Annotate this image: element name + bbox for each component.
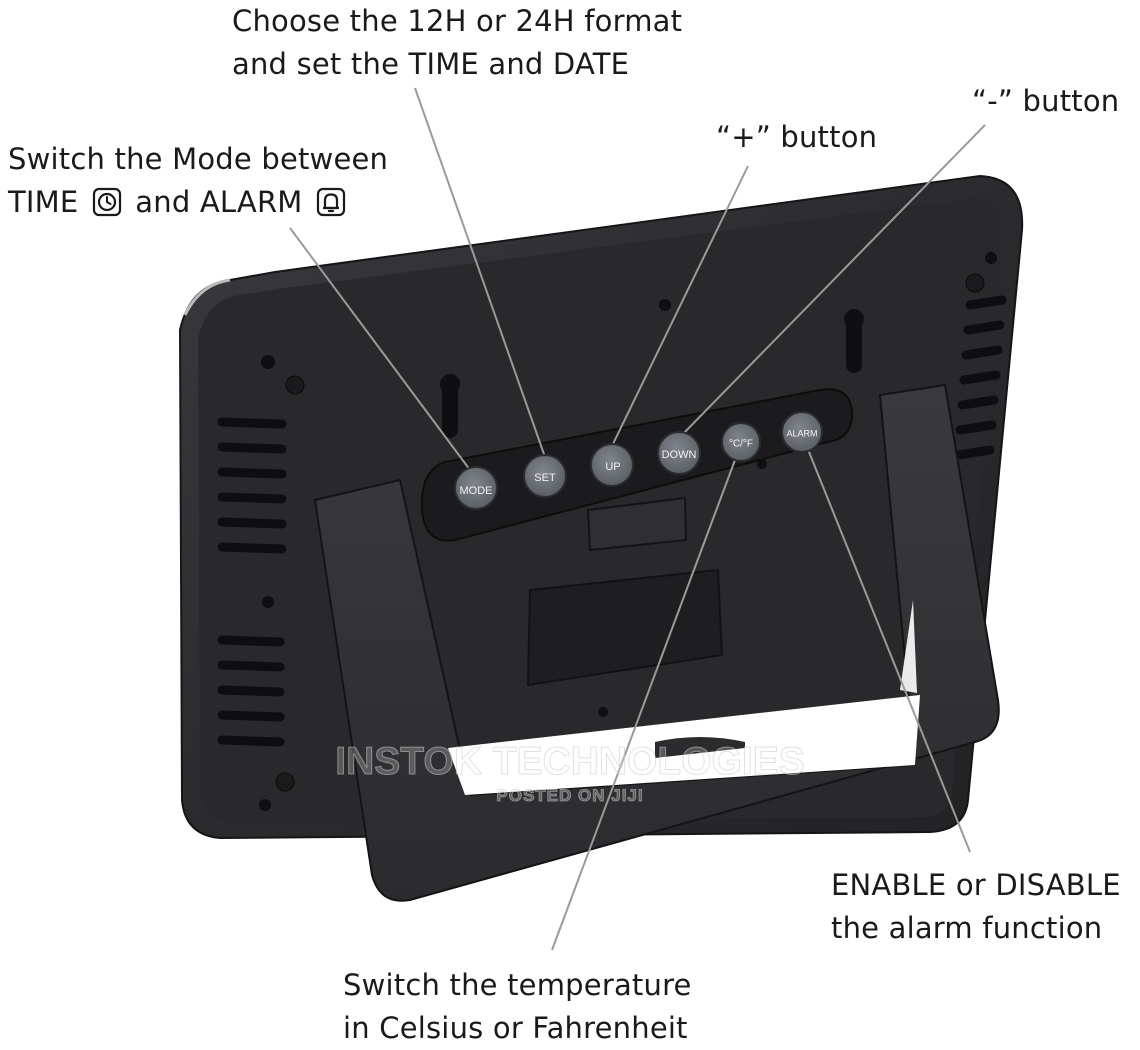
wall-hangers — [440, 309, 864, 438]
alarm-function-line-1: ENABLE or DISABLE — [831, 868, 1121, 902]
watermark-main: INSTOK TECHNOLOGIES — [335, 740, 806, 784]
bell-icon — [316, 187, 346, 217]
svg-text:SET: SET — [534, 472, 556, 484]
mode-alarm-text: and ALARM — [135, 185, 303, 219]
alarm-button[interactable]: ALARM — [781, 411, 823, 453]
right-vents — [953, 295, 1007, 460]
down-button[interactable]: DOWN — [657, 431, 701, 475]
temperature-line-2: in Celsius or Fahrenheit — [343, 1011, 688, 1045]
mode-line-2: TIME and ALARM — [8, 181, 388, 224]
mode-line-1: Switch the Mode between — [8, 142, 389, 176]
time-format-line-1: Choose the 12H or 24H format — [232, 4, 683, 38]
svg-text:MODE: MODE — [460, 485, 493, 497]
svg-text:DOWN: DOWN — [662, 449, 697, 461]
alarm-function-annotation: ENABLE or DISABLE the alarm function — [831, 864, 1121, 950]
leader-lines — [289, 87, 986, 951]
plus-button-annotation: “+” button — [716, 120, 878, 154]
set-button[interactable]: SET — [523, 454, 567, 498]
watermark: INSTOK TECHNOLOGIES POSTED ON JIJI — [320, 740, 820, 806]
svg-text:ALARM: ALARM — [786, 428, 817, 438]
temperature-line-1: Switch the temperature — [343, 968, 692, 1002]
minus-button-annotation: “-” button — [972, 84, 1120, 118]
kickstand — [313, 383, 1000, 902]
temperature-annotation: Switch the temperature in Celsius or Fah… — [343, 964, 692, 1050]
screw-holes — [259, 252, 997, 811]
time-format-annotation: Choose the 12H or 24H format and set the… — [232, 0, 682, 86]
up-button[interactable]: UP — [590, 443, 634, 487]
time-format-line-2: and set the TIME and DATE — [232, 47, 630, 81]
svg-text:°C/°F: °C/°F — [729, 439, 753, 450]
alarm-function-line-2: the alarm function — [831, 911, 1103, 945]
watermark-sub: POSTED ON JIJI — [496, 786, 644, 806]
left-vents — [217, 417, 287, 747]
mode-time-text: TIME — [8, 185, 79, 219]
clock-icon — [92, 187, 121, 217]
svg-text:UP: UP — [605, 461, 620, 473]
temperature-unit-button[interactable]: °C/°F — [721, 422, 761, 462]
mode-button[interactable]: MODE — [454, 466, 498, 510]
mode-annotation: Switch the Mode between TIME and ALARM — [8, 138, 388, 224]
battery-compartment — [526, 496, 724, 687]
